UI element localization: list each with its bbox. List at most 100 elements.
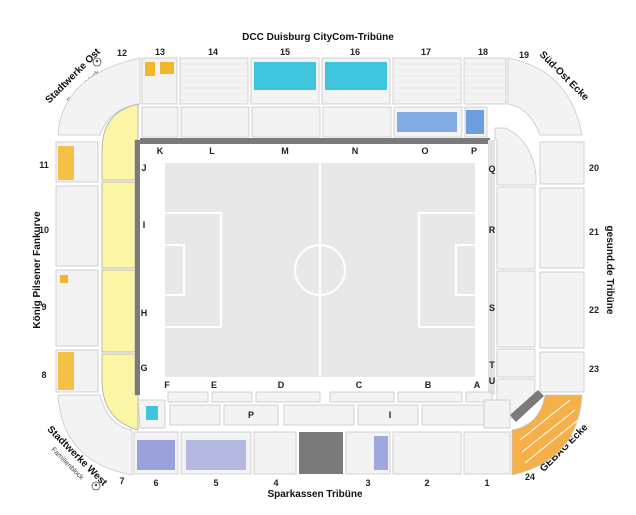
north-upper-rows	[180, 63, 506, 101]
block-10-box[interactable]	[55, 185, 99, 267]
label-M: M	[281, 146, 289, 156]
north-stand-title: DCC Duisburg CityCom-Tribüne	[242, 32, 394, 43]
block-1-box[interactable]	[463, 431, 511, 475]
block-14[interactable]	[179, 57, 249, 105]
label-H: H	[141, 308, 148, 318]
label-19: 19	[519, 50, 529, 60]
corner-sw[interactable]	[57, 394, 133, 476]
family-icon	[91, 481, 101, 491]
block-21-box[interactable]	[539, 187, 585, 269]
label-4: 4	[273, 478, 278, 488]
block-18[interactable]	[463, 57, 507, 105]
label-3: 3	[365, 478, 370, 488]
label-7: 7	[119, 476, 124, 486]
label-20: 20	[589, 163, 599, 173]
label-K: K	[157, 146, 164, 156]
block-S-area[interactable]	[496, 270, 536, 348]
block-A-corner[interactable]	[483, 399, 511, 429]
south-stand-title: Sparkassen Tribüne	[267, 489, 362, 500]
block-22-box[interactable]	[539, 271, 585, 349]
label-10: 10	[39, 225, 49, 235]
label-22: 22	[589, 305, 599, 315]
east-stand	[488, 127, 585, 422]
label-A: A	[474, 380, 481, 390]
label-J: J	[141, 163, 146, 173]
south-upper-blocks	[137, 391, 511, 429]
block-20-box[interactable]	[539, 141, 585, 185]
north-upper-blocks	[141, 57, 507, 105]
label-O: O	[421, 146, 428, 156]
label-18: 18	[478, 47, 488, 57]
label-2: 2	[424, 478, 429, 488]
label-1: 1	[484, 478, 489, 488]
block-M-box[interactable]	[251, 106, 321, 138]
label-U: U	[489, 376, 496, 386]
label-B: B	[425, 380, 432, 390]
family-icon	[92, 57, 102, 67]
label-press-I: I	[389, 410, 392, 420]
label-D: D	[278, 380, 285, 390]
south-loge-1[interactable]	[169, 404, 221, 426]
north-lower-blocks	[140, 106, 490, 144]
south-loge-5[interactable]	[421, 404, 485, 426]
label-11: 11	[39, 160, 49, 170]
block-H-area[interactable]	[101, 269, 136, 353]
block-4-box[interactable]	[253, 431, 297, 475]
south-loge-3[interactable]	[283, 404, 355, 426]
label-S: S	[489, 303, 495, 313]
label-I: I	[143, 220, 146, 230]
block-Q-area[interactable]	[494, 127, 537, 186]
corner-nw[interactable]	[57, 57, 141, 136]
label-L: L	[209, 146, 215, 156]
pitch	[163, 161, 477, 379]
label-6: 6	[153, 478, 158, 488]
label-24: 24	[525, 472, 535, 482]
block-F-bar[interactable]	[167, 391, 209, 403]
label-13: 13	[155, 47, 165, 57]
label-G: G	[140, 363, 147, 373]
label-R: R	[489, 225, 496, 235]
label-16: 16	[350, 47, 360, 57]
label-T: T	[489, 360, 495, 370]
block-T-area[interactable]	[496, 348, 536, 378]
label-press-P: P	[248, 410, 254, 420]
south-loge-4[interactable]	[357, 404, 419, 426]
corner-se[interactable]	[511, 394, 583, 476]
block-L-box[interactable]	[180, 106, 250, 138]
label-F: F	[164, 380, 170, 390]
block-17[interactable]	[392, 57, 462, 105]
block-I-area[interactable]	[101, 181, 136, 269]
south-loge-2[interactable]	[223, 404, 279, 426]
label-N: N	[352, 146, 359, 156]
west-stand	[55, 103, 140, 431]
block-23-box[interactable]	[539, 351, 585, 393]
south-lower-blocks	[133, 431, 511, 475]
label-8: 8	[41, 370, 46, 380]
block-B-bar[interactable]	[397, 391, 463, 403]
block-D-bar[interactable]	[255, 391, 321, 403]
block-2-box[interactable]	[392, 431, 462, 475]
label-E: E	[211, 380, 217, 390]
label-14: 14	[208, 47, 218, 57]
label-15: 15	[280, 47, 290, 57]
corner-ne[interactable]	[507, 57, 583, 136]
label-C: C	[356, 380, 363, 390]
label-5: 5	[213, 478, 218, 488]
west-stand-title: König Pilsener Fankurve	[32, 211, 43, 329]
block-N-box[interactable]	[322, 106, 392, 138]
south-tunnel	[299, 432, 343, 474]
east-stand-title: gesund.de Tribüne	[604, 226, 615, 315]
block-9-box[interactable]	[55, 269, 99, 347]
label-Q: Q	[488, 164, 495, 174]
label-23: 23	[589, 364, 599, 374]
block-E-bar[interactable]	[211, 391, 253, 403]
block-C-bar[interactable]	[329, 391, 395, 403]
label-9: 9	[41, 302, 46, 312]
block-R-area[interactable]	[496, 186, 536, 270]
label-21: 21	[589, 227, 599, 237]
block-A-bar[interactable]	[465, 391, 493, 403]
block-K-box[interactable]	[141, 106, 179, 138]
label-12: 12	[117, 48, 127, 58]
label-P: P	[471, 146, 477, 156]
